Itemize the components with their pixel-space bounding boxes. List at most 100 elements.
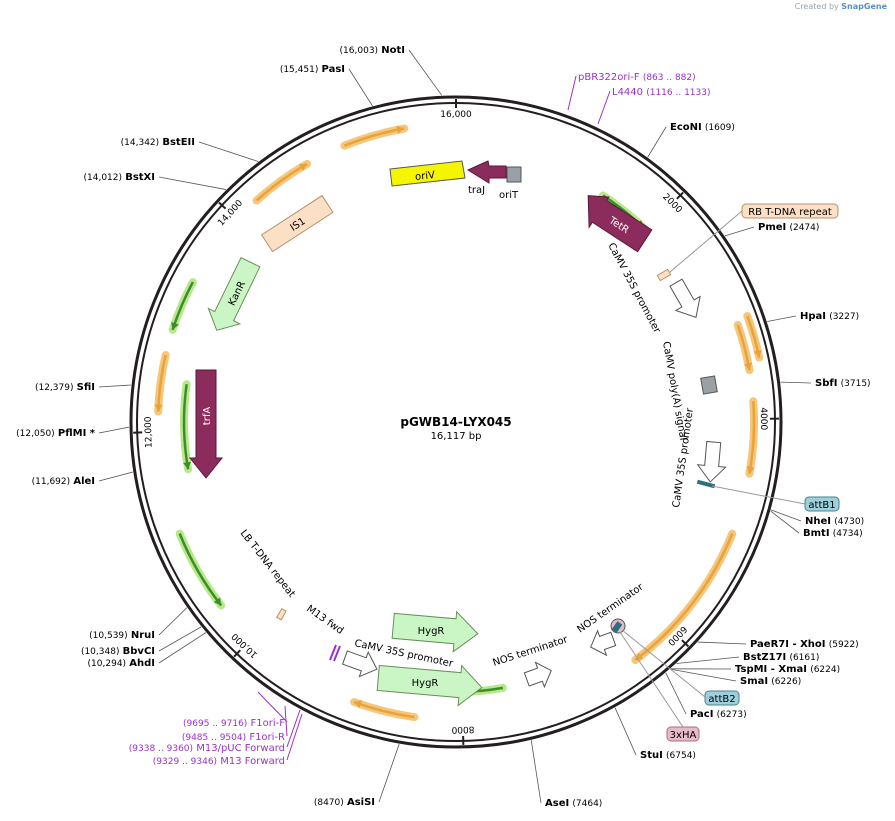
trfA-arrow[interactable] xyxy=(188,369,224,479)
enzyme-name: AsiSI xyxy=(347,797,375,808)
enzyme-label[interactable]: (12,050) PflMI * xyxy=(16,428,96,439)
enzyme-name: BstZ17I xyxy=(743,652,786,663)
attB1-tag[interactable]: attB1 xyxy=(711,485,840,512)
enzyme-position: (4734) xyxy=(833,529,863,539)
primer-line xyxy=(257,691,288,723)
enzyme-label[interactable]: (10,348) BbvCI xyxy=(81,646,155,657)
enzyme-label[interactable]: PmeI (2474) xyxy=(758,222,819,233)
enzyme-line xyxy=(378,743,400,803)
snapgene-credit: Created by SnapGene xyxy=(795,2,887,11)
orf-arc-head xyxy=(746,466,755,474)
enzyme-name: SmaI xyxy=(740,676,768,687)
lb-repeat-block[interactable] xyxy=(276,607,287,621)
IS1-feature[interactable] xyxy=(260,194,334,253)
enzyme-label[interactable]: (14,342) BstEII xyxy=(121,137,195,148)
primer-label[interactable]: (9338 .. 9360) M13/pUC Forward xyxy=(129,743,285,754)
enzyme-label[interactable]: (14,012) BstXI xyxy=(84,172,156,183)
enzyme-name: BmtI xyxy=(803,528,830,539)
enzyme-line xyxy=(670,668,737,682)
traJ-arrow[interactable] xyxy=(466,160,507,184)
oriT-block[interactable] xyxy=(506,166,522,183)
enzyme-line xyxy=(767,315,797,322)
primer-label[interactable]: L4440 (1116 .. 1133) xyxy=(612,87,711,98)
rb-repeat-block[interactable] xyxy=(656,268,672,282)
HygR-arrow-2[interactable] xyxy=(376,659,483,708)
enzyme-name: AseI xyxy=(545,798,569,809)
enzyme-label[interactable]: AseI (7464) xyxy=(545,798,602,809)
nos-term-1-label: NOS terminator xyxy=(492,634,570,669)
primer-name: pBR322ori-F xyxy=(578,72,640,83)
enzyme-label[interactable]: (16,003) NotI xyxy=(340,45,405,56)
tick-mark xyxy=(681,639,690,648)
primer-label[interactable]: pBR322ori-F (863 .. 882) xyxy=(578,72,696,83)
enzyme-line xyxy=(614,707,637,756)
enzyme-label[interactable]: PaeR7I - XhoI (5922) xyxy=(750,639,859,650)
enzyme-position: (12,379) xyxy=(35,383,74,393)
nos-term-1-arrow[interactable] xyxy=(522,658,555,691)
enzyme-label[interactable]: (10,294) AhdI xyxy=(88,658,155,669)
enzyme-label[interactable]: PacI (6273) xyxy=(690,709,747,720)
m13-fwd-marker[interactable] xyxy=(329,644,337,661)
orf-arc[interactable] xyxy=(171,281,194,331)
enzyme-label[interactable]: StuI (6754) xyxy=(640,750,696,761)
features: oriV traJ oriT TetR IS1 KanR trfA xyxy=(188,160,727,708)
enzyme-line xyxy=(98,384,132,388)
enzyme-label[interactable]: BstZ17I (6161) xyxy=(743,652,819,663)
enzyme-position: (3227) xyxy=(829,312,859,322)
camv-polya-block[interactable] xyxy=(700,375,718,395)
enzyme-label[interactable]: BmtI (4734) xyxy=(803,528,863,539)
ha-tag[interactable]: 3xHA xyxy=(619,631,700,742)
enzyme-label[interactable]: (12,379) SfiI xyxy=(35,382,95,393)
enzyme-line xyxy=(770,510,800,534)
enzyme-line xyxy=(724,226,755,237)
attB2-tag[interactable]: attB2 xyxy=(621,629,740,706)
enzyme-position: (6161) xyxy=(789,653,819,663)
orf-arc-head xyxy=(298,163,307,171)
HygR-arrow-1[interactable] xyxy=(391,606,479,653)
TetR-arrow[interactable] xyxy=(574,187,654,256)
enzyme-label[interactable]: (11,692) AleI xyxy=(32,476,95,487)
plasmid-size: 16,117 bp xyxy=(431,431,482,442)
ha-label: 3xHA xyxy=(670,730,697,741)
enzyme-position: (15,451) xyxy=(280,65,319,75)
nos-term-2-arrow[interactable] xyxy=(586,627,617,660)
enzyme-label[interactable]: (10,539) NruI xyxy=(89,630,155,641)
enzyme-label[interactable]: EcoNI (1609) xyxy=(670,122,735,133)
camv-promoter-3-arrow[interactable] xyxy=(341,645,382,681)
primer-name: M13 Forward xyxy=(220,756,285,767)
orf-arc-head xyxy=(396,125,405,134)
enzyme-label[interactable]: SmaI (6226) xyxy=(740,676,801,687)
credit-brand: SnapGene xyxy=(841,2,887,11)
tick-label: 12,000 xyxy=(144,416,155,448)
enzyme-name: EcoNI xyxy=(670,122,702,133)
camv-promoter-2-arrow[interactable] xyxy=(696,440,727,483)
oriV-feature[interactable] xyxy=(389,160,466,187)
tick-label: 8000 xyxy=(451,724,474,735)
enzyme-position: (2474) xyxy=(789,223,819,233)
orf-arc[interactable] xyxy=(634,533,734,661)
enzyme-line xyxy=(780,381,812,384)
primer-label[interactable]: (9485 .. 9504) F1ori-R xyxy=(182,732,285,743)
rb-repeat-tag[interactable]: RB T-DNA repeat xyxy=(669,203,839,273)
primer-line xyxy=(286,713,303,761)
attB1-block[interactable] xyxy=(696,479,716,489)
enzyme-name: AhdI xyxy=(129,658,155,669)
camv-promoter-1-arrow[interactable] xyxy=(664,276,708,325)
enzyme-position: (10,539) xyxy=(89,631,128,641)
enzyme-label[interactable]: HpaI (3227) xyxy=(800,311,859,322)
primer-line xyxy=(567,75,577,111)
primer-label[interactable]: (9695 .. 9716) F1ori-F xyxy=(183,718,285,729)
primer-label[interactable]: (9329 .. 9346) M13 Forward xyxy=(153,756,285,767)
enzyme-name: PaeR7I - XhoI xyxy=(750,639,826,650)
primer-line xyxy=(597,90,611,125)
orf-arc-head xyxy=(183,461,191,470)
HygR-label-1: HygR xyxy=(418,626,445,637)
enzyme-name: TspMI - XmaI xyxy=(735,664,807,675)
enzyme-label[interactable]: TspMI - XmaI (6224) xyxy=(735,664,840,675)
enzyme-label[interactable]: (15,451) PasI xyxy=(280,64,345,75)
enzyme-label[interactable]: NheI (4730) xyxy=(805,516,864,527)
KanR-arrow[interactable] xyxy=(201,255,266,339)
enzyme-label[interactable]: (8470) AsiSI xyxy=(314,797,375,808)
enzyme-label[interactable]: SbfI (3715) xyxy=(815,378,871,389)
enzyme-name: PasI xyxy=(322,64,345,75)
